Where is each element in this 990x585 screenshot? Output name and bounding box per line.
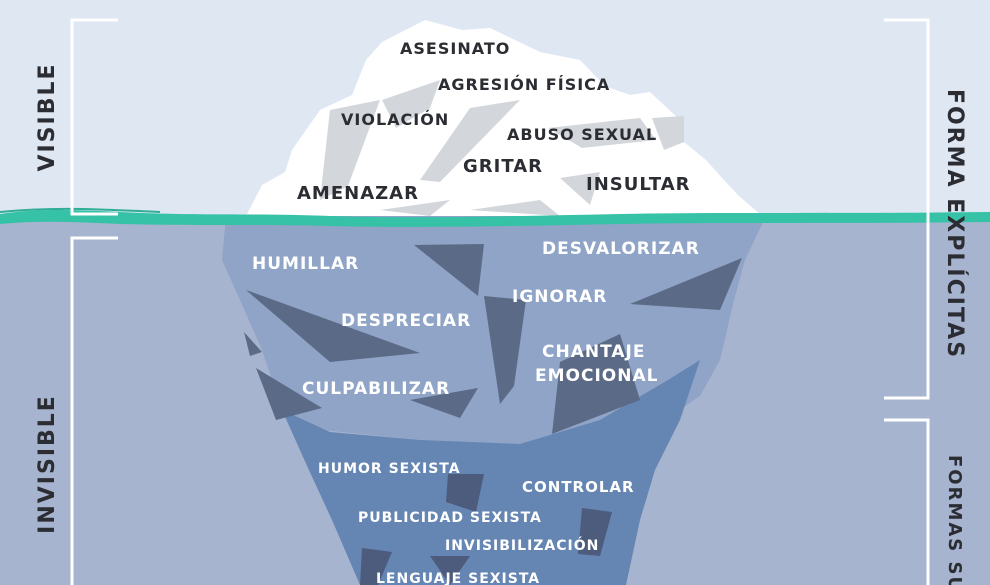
iceberg-tip	[246, 20, 762, 216]
label-humillar: HUMILLAR	[252, 254, 360, 274]
side-label-formas-explicitas: FORMA EXPLÍCITAS	[942, 89, 967, 360]
shard-7	[630, 258, 742, 310]
shard-3	[244, 332, 262, 356]
shard-8	[552, 334, 640, 434]
tip-facet-1	[320, 100, 380, 200]
label-chantaje: CHANTAJE	[542, 342, 646, 362]
label-desvalorizar: DESVALORIZAR	[542, 239, 700, 259]
water-line	[0, 210, 990, 227]
label-lenguaje-sexista: LENGUAJE SEXISTA	[376, 571, 541, 585]
label-controlar: CONTROLAR	[522, 478, 635, 496]
tip-facet-4	[548, 118, 656, 148]
shard-1	[414, 244, 484, 296]
side-label-invisible: INVISIBLE	[35, 394, 60, 534]
shard-12	[430, 556, 470, 585]
side-label-formas-sutiles: FORMAS SU	[944, 455, 965, 585]
label-amenazar: AMENAZAR	[297, 183, 419, 204]
bracket-invisible	[70, 236, 118, 585]
water-line-highlight	[0, 207, 161, 213]
bracket-explicit	[884, 18, 930, 400]
shard-11	[360, 548, 392, 585]
label-humor-sexista: HUMOR SEXISTA	[318, 461, 461, 477]
shard-2	[246, 290, 420, 362]
label-invisibilizacion: INVISIBILIZACIÓN	[445, 538, 600, 554]
tip-facet-5	[652, 116, 684, 150]
shard-6	[484, 296, 526, 404]
shard-5	[410, 388, 478, 418]
tip-facet-2	[382, 80, 440, 128]
label-ignorar: IGNORAR	[512, 287, 608, 307]
label-abuso-sexual: ABUSO SEXUAL	[507, 125, 658, 144]
label-agresion-fisica: AGRESIÓN FÍSICA	[438, 75, 611, 94]
label-publicidad-sexista: PUBLICIDAD SEXISTA	[358, 510, 542, 526]
bracket-visible	[70, 18, 118, 216]
tip-facet-6	[560, 172, 600, 205]
label-gritar: GRITAR	[463, 156, 544, 177]
label-insultar: INSULTAR	[586, 174, 691, 195]
label-asesinato: ASESINATO	[400, 39, 511, 58]
label-violacion: VIOLACIÓN	[341, 110, 450, 129]
tip-facet-3	[420, 100, 520, 182]
side-label-visible: VISIBLE	[35, 62, 60, 172]
shard-10	[578, 508, 612, 556]
tip-facet-8	[470, 200, 560, 216]
tip-facet-7	[380, 200, 450, 216]
bracket-subtle	[884, 418, 930, 585]
label-emocional: EMOCIONAL	[535, 366, 659, 386]
shard-9	[446, 474, 484, 512]
label-despreciar: DESPRECIAR	[341, 311, 472, 331]
shard-4	[256, 368, 322, 420]
label-culpabilizar: CULPABILIZAR	[302, 379, 451, 399]
